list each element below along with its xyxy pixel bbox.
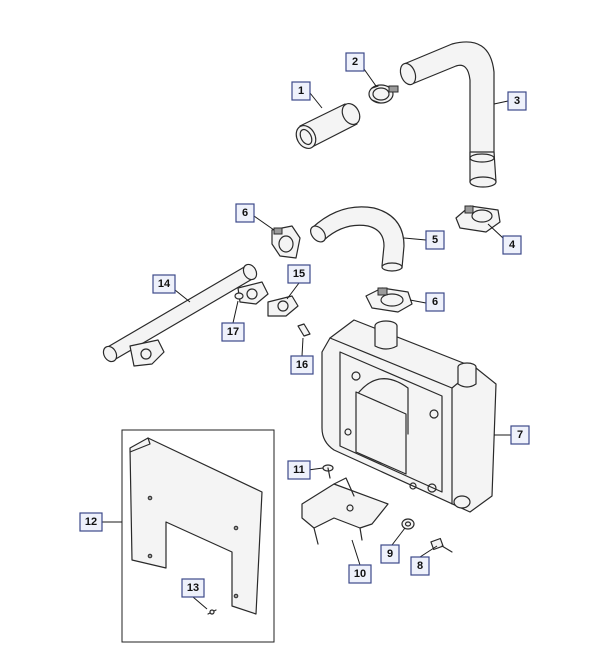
callout-13-box <box>181 578 205 598</box>
callout-14: 14 <box>152 274 176 294</box>
leader-1 <box>309 92 323 109</box>
part-stud <box>297 323 311 337</box>
leader-9 <box>391 527 406 546</box>
callout-16: 16 <box>290 355 314 375</box>
callout-6b-label: 6 <box>432 296 438 308</box>
callout-4-box <box>502 235 522 255</box>
callout-6a-label: 6 <box>242 207 248 219</box>
callout-6b: 6 <box>425 292 445 312</box>
part-pipe-bracket <box>455 205 501 233</box>
callout-6b-box <box>425 292 445 312</box>
callout-5-label: 5 <box>432 234 438 246</box>
leader-2 <box>363 68 377 87</box>
callout-5-box <box>425 230 445 250</box>
callout-4-label: 4 <box>509 239 516 251</box>
callout-15-label: 15 <box>293 268 305 280</box>
leader-10 <box>351 539 361 566</box>
part-bracket-upper <box>271 225 301 259</box>
part-small-nut <box>234 292 244 300</box>
callout-12-label: 12 <box>85 516 97 528</box>
callout-7-box <box>510 425 530 445</box>
part-nut <box>401 518 415 530</box>
callout-10-box <box>348 564 372 584</box>
callout-7-label: 7 <box>517 429 523 441</box>
part-small-screw <box>207 609 217 615</box>
callout-10-label: 10 <box>354 568 366 580</box>
part-bracket-lower <box>365 287 413 313</box>
leader-3 <box>493 100 509 105</box>
callout-2-label: 2 <box>352 56 358 68</box>
callout-9-label: 9 <box>387 548 393 560</box>
callout-1-label: 1 <box>298 85 304 97</box>
callout-6a-box <box>235 203 255 223</box>
leader-14 <box>174 289 191 303</box>
callout-15: 15 <box>287 264 311 284</box>
callout-1: 1 <box>291 81 311 101</box>
callout-15-box <box>287 264 311 284</box>
callout-8-box <box>410 556 430 576</box>
part-muffler <box>321 319 497 513</box>
callout-1-box <box>291 81 311 101</box>
part-screw <box>322 464 334 479</box>
leader-4 <box>487 223 504 239</box>
callout-13-label: 13 <box>187 582 199 594</box>
part-gasket <box>267 295 299 317</box>
callout-17-box <box>221 322 245 342</box>
leader-17 <box>232 300 239 324</box>
part-manifold-pipe <box>102 263 269 367</box>
part-heat-shield <box>129 437 263 615</box>
callout-9: 9 <box>380 544 400 564</box>
callout-5: 5 <box>425 230 445 250</box>
leader-6b <box>409 299 427 304</box>
callout-6a: 6 <box>235 203 255 223</box>
callout-2: 2 <box>345 52 365 72</box>
callout-8: 8 <box>410 556 430 576</box>
callout-3: 3 <box>507 91 527 111</box>
part-mounting-bracket <box>301 477 389 545</box>
part-pipe-sleeve <box>295 102 361 150</box>
part-curved-pipe <box>310 206 405 272</box>
callout-13: 13 <box>181 578 205 598</box>
callout-12-box <box>79 512 103 532</box>
leader-lines <box>102 68 511 610</box>
callout-12: 12 <box>79 512 103 532</box>
callout-17-label: 17 <box>227 326 239 338</box>
callout-9-box <box>380 544 400 564</box>
part-hose-clamp <box>368 84 399 104</box>
callout-16-label: 16 <box>296 359 308 371</box>
callout-11-box <box>287 460 311 480</box>
callout-8-label: 8 <box>417 560 423 572</box>
leader-15 <box>286 282 300 300</box>
callout-2-box <box>345 52 365 72</box>
callout-7: 7 <box>510 425 530 445</box>
leader-5 <box>403 237 427 241</box>
callout-11: 11 <box>287 460 311 480</box>
callout-14-label: 14 <box>158 278 171 290</box>
shield-detail-frame <box>121 429 275 643</box>
callout-16-box <box>290 355 314 375</box>
leader-6a <box>253 215 275 231</box>
callout-4: 4 <box>502 235 522 255</box>
callout-10: 10 <box>348 564 372 584</box>
callout-3-label: 3 <box>514 95 520 107</box>
leader-8 <box>419 545 438 558</box>
callout-14-box <box>152 274 176 294</box>
part-bolt <box>430 537 453 553</box>
callout-11-label: 11 <box>293 464 305 476</box>
part-bent-exhaust-pipe <box>399 41 497 188</box>
leader-16 <box>301 337 304 357</box>
callout-3-box <box>507 91 527 111</box>
leader-13 <box>192 596 208 610</box>
callout-17: 17 <box>221 322 245 342</box>
